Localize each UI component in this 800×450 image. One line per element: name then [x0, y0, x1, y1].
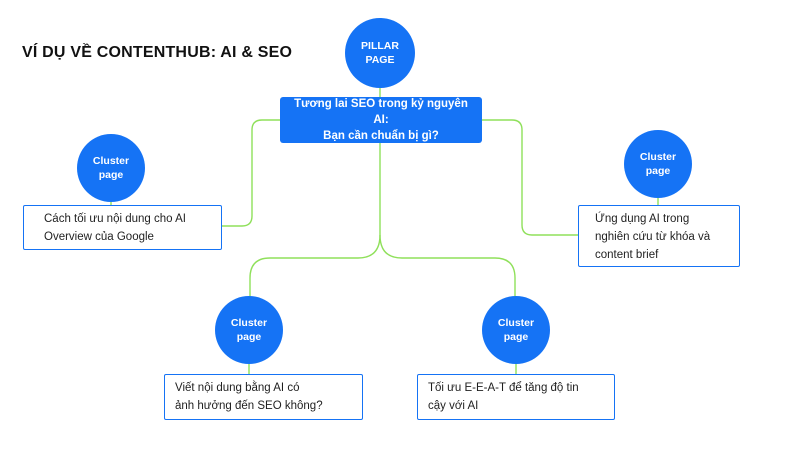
cluster-bottom-left-text-line1: Viết nội dung bằng AI có — [175, 382, 300, 394]
pillar-title-line2: Bạn cần chuẩn bị gì? — [323, 130, 439, 142]
cluster-right-text-line2: nghiên cứu từ khóa và — [595, 231, 711, 243]
cluster-left-text-line1: Cách tối ưu nội dung cho AI — [44, 213, 186, 225]
cluster-bottom-left-text-line2: ảnh hưởng đến SEO không? — [175, 400, 323, 412]
page-title: VÍ DỤ VỀ CONTENTHUB: AI & SEO — [22, 44, 293, 61]
cluster-bottom-left-label-line2: page — [236, 331, 262, 343]
pillar-title-line1: Tương lai SEO trong kỷ nguyên AI: — [294, 98, 468, 126]
cluster-circle-right: Cluster page — [624, 130, 692, 198]
cluster-right-text-line3: content brief — [595, 249, 659, 261]
cluster-bottom-left-label-line1: Cluster — [230, 317, 268, 329]
pillar-circle-label-line2: PAGE — [365, 54, 395, 66]
cluster-left-text-line2: Overview của Google — [44, 231, 154, 243]
cluster-box-bottom-right: Tối ưu E-E-A-T để tăng độ tin cậy với AI — [417, 374, 615, 420]
pillar-circle-label-line1: PILLAR — [361, 40, 399, 52]
cluster-right-text-line1: Ứng dụng AI trong — [595, 213, 690, 225]
cluster-box-right: Ứng dụng AI trong nghiên cứu từ khóa và … — [578, 205, 740, 267]
cluster-box-left: Cách tối ưu nội dung cho AI Overview của… — [23, 205, 222, 250]
connector-left — [222, 119, 280, 227]
cluster-circle-left: Cluster page — [77, 134, 145, 202]
connector-right — [482, 119, 578, 236]
cluster-left-label-line1: Cluster — [92, 155, 130, 167]
cluster-bottom-right-text-line2: cậy với AI — [428, 400, 479, 412]
cluster-circle-bottom-left: Cluster page — [215, 296, 283, 364]
cluster-left-label-line2: page — [98, 169, 124, 181]
cluster-bottom-right-label-line2: page — [503, 331, 529, 343]
pillar-page-title-box: Tương lai SEO trong kỷ nguyên AI: Bạn cầ… — [280, 97, 482, 143]
connector-bottom-left — [249, 234, 381, 300]
cluster-bottom-right-label-line1: Cluster — [497, 317, 535, 329]
pillar-page-circle: PILLAR PAGE — [345, 18, 415, 88]
connector-bottom-right — [379, 234, 516, 300]
cluster-right-label-line1: Cluster — [639, 151, 677, 163]
cluster-box-bottom-left: Viết nội dung bằng AI có ảnh hưởng đến S… — [164, 374, 363, 420]
cluster-bottom-right-text-line1: Tối ưu E-E-A-T để tăng độ tin — [428, 382, 579, 394]
cluster-right-label-line2: page — [645, 165, 671, 177]
cluster-circle-bottom-right: Cluster page — [482, 296, 550, 364]
